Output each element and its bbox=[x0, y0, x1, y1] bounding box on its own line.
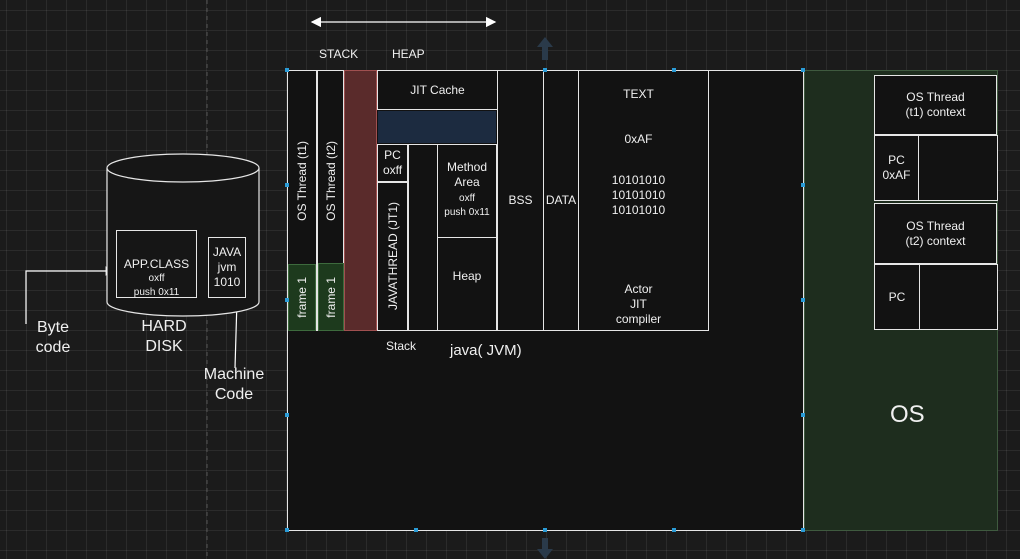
os-pc1-value bbox=[918, 135, 998, 201]
frame1-t2-label: frame 1 bbox=[324, 276, 338, 318]
method-area-line1: oxff bbox=[459, 193, 475, 204]
hard-disk-label: HARD DISK bbox=[141, 318, 187, 355]
handle[interactable] bbox=[801, 528, 805, 532]
javathread-label: JAVATHREAD (JT1) bbox=[385, 202, 400, 311]
handle[interactable] bbox=[285, 413, 289, 417]
heap-box[interactable]: Heap bbox=[437, 237, 497, 331]
byte-code-label: Byte code bbox=[35, 319, 71, 356]
frame1-t1[interactable]: frame 1 bbox=[288, 264, 316, 331]
handle[interactable] bbox=[801, 413, 805, 417]
handle[interactable] bbox=[543, 528, 547, 532]
method-area[interactable]: Method Area oxff push 0x11 bbox=[437, 144, 497, 238]
method-area-title: Method Area bbox=[446, 160, 488, 189]
handle[interactable] bbox=[543, 68, 547, 72]
machine-code-connector bbox=[231, 298, 242, 369]
text-title: TEXT bbox=[623, 87, 654, 101]
javathread-side bbox=[408, 144, 438, 331]
handle[interactable] bbox=[285, 528, 289, 532]
handle[interactable] bbox=[801, 183, 805, 187]
handle[interactable] bbox=[672, 528, 676, 532]
stack-strip bbox=[344, 70, 377, 331]
handle[interactable] bbox=[801, 68, 805, 72]
jit-cache[interactable]: JIT Cache bbox=[377, 70, 498, 110]
heap-top-label: HEAP bbox=[392, 47, 425, 61]
pc-box[interactable]: PC oxff bbox=[377, 144, 408, 182]
byte-code-connector bbox=[25, 266, 116, 324]
machine-code-label: Machine Code bbox=[203, 366, 265, 403]
jit-band bbox=[378, 111, 496, 143]
handle[interactable] bbox=[285, 298, 289, 302]
os-pc1[interactable]: PC 0xAF bbox=[874, 135, 919, 201]
text-column[interactable] bbox=[578, 70, 709, 331]
text-binary: 10101010 10101010 10101010 bbox=[611, 173, 666, 217]
os-thread-t2-label: OS Thread (t2) bbox=[323, 141, 338, 221]
os-thread-t2-context[interactable]: OS Thread (t2) context bbox=[874, 203, 997, 264]
frame1-t1-label: frame 1 bbox=[295, 277, 309, 318]
os-thread-t1-label: OS Thread (t1) bbox=[295, 141, 309, 221]
os-label: OS bbox=[890, 401, 925, 428]
stack-bottom-label: Stack bbox=[386, 339, 417, 353]
frame1-t2[interactable]: frame 1 bbox=[318, 263, 344, 331]
javathread-column[interactable]: JAVATHREAD (JT1) bbox=[377, 182, 408, 331]
data-column[interactable]: DATA bbox=[543, 70, 579, 331]
bss-column[interactable]: BSS bbox=[497, 70, 544, 331]
os-thread-t1-context[interactable]: OS Thread (t1) context bbox=[874, 75, 997, 135]
handle[interactable] bbox=[801, 298, 805, 302]
app-class-line1: oxff bbox=[148, 273, 165, 284]
java-jvm-box[interactable]: JAVA jvm 1010 bbox=[208, 237, 246, 298]
handle[interactable] bbox=[285, 183, 289, 187]
app-class-name: APP.CLASS bbox=[123, 257, 190, 271]
java-jvm-label: java( JVM) bbox=[450, 342, 522, 359]
handle[interactable] bbox=[672, 68, 676, 72]
text-addr: 0xAF bbox=[624, 132, 653, 146]
app-class-line2: push 0x11 bbox=[133, 287, 180, 298]
actor-label: Actor JIT compiler bbox=[615, 282, 662, 326]
os-pc2-value bbox=[919, 264, 998, 330]
stack-label: STACK bbox=[319, 47, 359, 61]
os-pc2[interactable]: PC bbox=[874, 264, 920, 330]
method-area-line2: push 0x11 bbox=[444, 207, 490, 218]
handle[interactable] bbox=[285, 68, 289, 72]
app-class-box[interactable]: APP.CLASS oxff push 0x11 bbox=[116, 230, 197, 298]
handle[interactable] bbox=[414, 528, 418, 532]
